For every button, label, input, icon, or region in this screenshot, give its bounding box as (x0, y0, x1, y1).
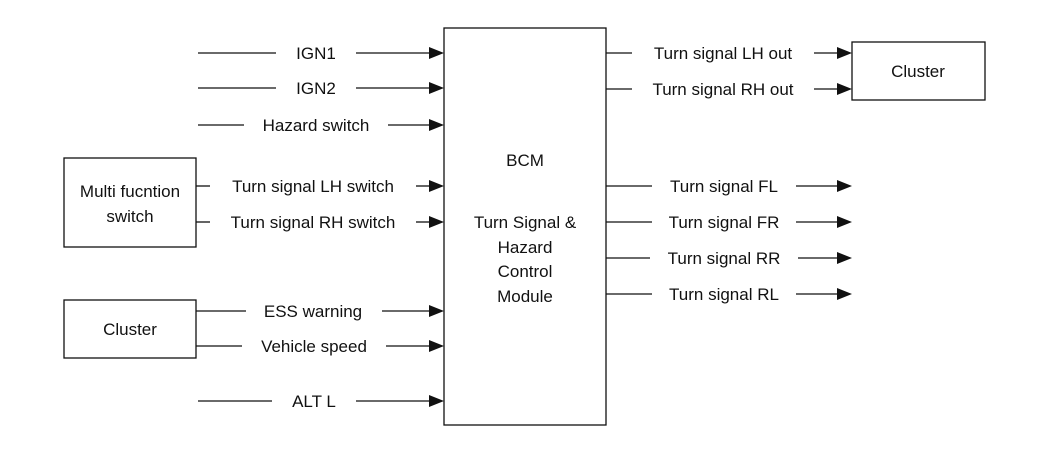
signal-ess-warning-label: ESS warning (264, 302, 362, 321)
arrow-right-icon (429, 216, 444, 228)
arrow-right-icon (429, 395, 444, 407)
signal-turn-fl: Turn signal FL (606, 177, 852, 196)
signal-turn-rh-out-label: Turn signal RH out (652, 80, 793, 99)
signal-vehicle-speed-label: Vehicle speed (261, 337, 367, 356)
signal-alt-l: ALT L (198, 392, 444, 411)
signal-turn-rh-out: Turn signal RH out (606, 80, 852, 99)
signal-turn-rl: Turn signal RL (606, 285, 852, 304)
bcm-subtitle-line-1: Turn Signal & (474, 213, 577, 232)
signal-hazard-switch: Hazard switch (198, 116, 444, 135)
arrow-right-icon (429, 47, 444, 59)
arrow-right-icon (837, 288, 852, 300)
arrow-right-icon (429, 119, 444, 131)
bcm-subtitle-line-4: Module (497, 287, 553, 306)
bcm-subtitle-line-2: Hazard (498, 238, 553, 257)
bcm-title: BCM (506, 151, 544, 170)
signal-ign2-label: IGN2 (296, 79, 336, 98)
signal-turn-lh-out: Turn signal LH out (606, 44, 852, 63)
signal-hazard-switch-label: Hazard switch (263, 116, 370, 135)
signal-alt-l-label: ALT L (292, 392, 336, 411)
signal-ess-warning: ESS warning (196, 302, 444, 321)
cluster-right-label: Cluster (891, 62, 945, 81)
signal-turn-rr: Turn signal RR (606, 249, 852, 268)
arrow-right-icon (429, 340, 444, 352)
signal-ign2: IGN2 (198, 79, 444, 98)
signal-turn-fr: Turn signal FR (606, 213, 852, 232)
arrow-right-icon (429, 82, 444, 94)
signal-turn-lh-out-label: Turn signal LH out (654, 44, 793, 63)
signal-turn-fl-label: Turn signal FL (670, 177, 778, 196)
arrow-right-icon (429, 180, 444, 192)
signal-turn-rl-label: Turn signal RL (669, 285, 779, 304)
signal-turn-rh-switch-label: Turn signal RH switch (231, 213, 396, 232)
signal-ign1-label: IGN1 (296, 44, 336, 63)
signal-turn-lh-switch: Turn signal LH switch (196, 177, 444, 196)
multifunction-switch-box: Multi fucntion switch (63, 157, 197, 248)
arrow-right-icon (429, 305, 444, 317)
arrow-right-icon (837, 83, 852, 95)
cluster-right-box: Cluster (851, 41, 986, 101)
multifunction-switch-line-1: Multi fucntion (80, 182, 180, 201)
bcm-subtitle-line-3: Control (498, 262, 553, 281)
bcm-module-box: BCM Turn Signal & Hazard Control Module (443, 27, 607, 426)
signal-ign1: IGN1 (198, 44, 444, 63)
cluster-left-box: Cluster (63, 299, 197, 359)
signal-turn-rr-label: Turn signal RR (668, 249, 781, 268)
cluster-left-label: Cluster (103, 320, 157, 339)
arrow-right-icon (837, 216, 852, 228)
signal-turn-rh-switch: Turn signal RH switch (196, 213, 444, 232)
arrow-right-icon (837, 47, 852, 59)
signal-turn-fr-label: Turn signal FR (669, 213, 780, 232)
multifunction-switch-line-2: switch (106, 207, 153, 226)
signal-turn-lh-switch-label: Turn signal LH switch (232, 177, 394, 196)
arrow-right-icon (837, 180, 852, 192)
signal-vehicle-speed: Vehicle speed (196, 337, 444, 356)
arrow-right-icon (837, 252, 852, 264)
